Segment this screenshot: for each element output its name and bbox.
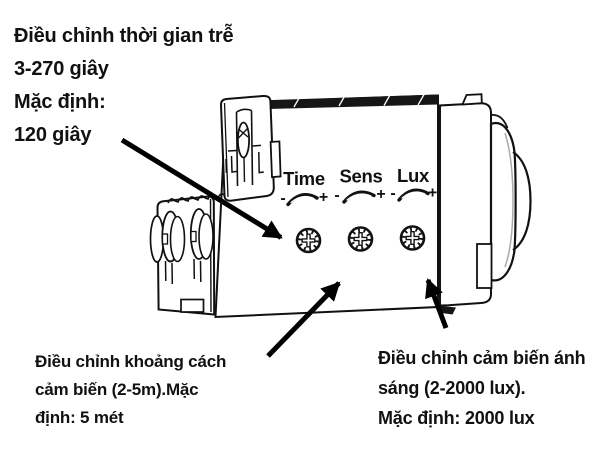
sensor-dome	[489, 114, 532, 282]
terminal-block	[149, 195, 216, 316]
time-arrow	[120, 137, 283, 240]
adjustment-dials	[295, 224, 426, 254]
device-top-band	[228, 94, 438, 110]
mounting-bracket	[220, 94, 282, 202]
plate-top-tab	[461, 93, 483, 106]
terminal-1	[161, 210, 186, 285]
sens-plus-sign: +	[376, 186, 385, 203]
lux-dial-label: Lux	[397, 165, 430, 186]
block-notch	[180, 298, 205, 313]
bracket-slot	[235, 108, 254, 187]
lux-arrow	[425, 278, 449, 329]
plate-clip	[476, 243, 493, 289]
dial-markings: Time Sens Lux - + - + - +	[280, 165, 437, 207]
time-plus-sign: +	[319, 189, 328, 206]
lux-dial	[399, 224, 426, 252]
annotation-arrows	[120, 137, 449, 358]
sens-dial-label: Sens	[339, 166, 382, 187]
sens-minus-sign: -	[334, 187, 339, 204]
lux-minus-sign: -	[390, 185, 395, 202]
time-dial-label: Time	[283, 168, 325, 189]
front-plate	[439, 93, 532, 307]
note-sensor-distance: Điều chỉnh khoảng cách cảm biến (2-5m).M…	[35, 352, 227, 427]
bracket-screw-cross	[237, 127, 249, 139]
lux-plus-sign: +	[428, 185, 437, 202]
time-minus-sign: -	[280, 190, 285, 207]
time-dial	[295, 227, 322, 254]
note-light-sensor: Điều chỉnh cảm biến ánh sáng (2-2000 lux…	[378, 348, 586, 428]
sens-arrow	[266, 281, 341, 358]
terminal-2	[189, 208, 214, 283]
sens-dial	[347, 225, 374, 253]
dial-direction-arcs	[286, 188, 430, 207]
bracket-screw-slot	[236, 121, 250, 159]
bracket-side-tab	[269, 140, 282, 179]
note-time-delay: Điều chỉnh thời gian trễ 3-270 giây Mặc …	[14, 25, 234, 146]
